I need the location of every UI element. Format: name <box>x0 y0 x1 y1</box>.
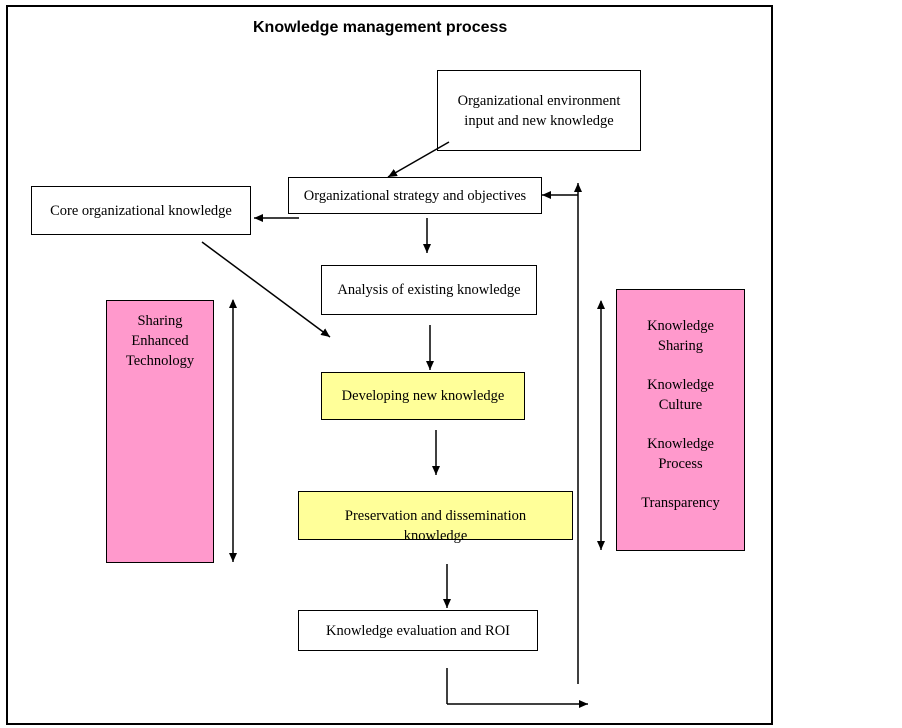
right-panel-list: Knowledge Sharing Knowledge Culture Know… <box>641 290 719 532</box>
strategy-label: Organizational strategy and objectives <box>303 187 527 204</box>
analysis-box: Analysis of existing knowledge <box>321 265 537 315</box>
arrow-core-to-developing <box>201 241 331 338</box>
environment-box: Organizational environment input and new… <box>437 70 641 151</box>
arrow-environment-to-strategy <box>387 141 450 178</box>
right-panel-item: Knowledge Process <box>647 436 714 472</box>
environment-label: Organizational environment input and new… <box>457 92 621 129</box>
right-panel-item: Knowledge Sharing <box>647 318 714 354</box>
right-panel-item: Transparency <box>641 495 720 511</box>
preservation-label: Preservation and dissemination knowledge <box>344 507 527 544</box>
right-panel: Knowledge Sharing Knowledge Culture Know… <box>616 289 745 551</box>
diagram-frame <box>6 5 773 725</box>
core-knowledge-box: Core organizational knowledge <box>31 186 251 235</box>
developing-box: Developing new knowledge <box>321 372 525 420</box>
preservation-box: Preservation and dissemination knowledge <box>298 491 573 544</box>
evaluation-box: Knowledge evaluation and ROI <box>298 610 538 651</box>
strategy-box: Organizational strategy and objectives <box>288 177 542 214</box>
evaluation-label: Knowledge evaluation and ROI <box>325 622 511 639</box>
left-panel-label: Sharing Enhanced Technology <box>125 313 195 369</box>
analysis-label: Analysis of existing knowledge <box>337 282 521 298</box>
left-panel: Sharing Enhanced Technology <box>106 300 214 563</box>
right-panel-item: Knowledge Culture <box>647 377 714 413</box>
core-knowledge-label: Core organizational knowledge <box>50 202 232 219</box>
diagram-title: Knowledge management process <box>253 19 508 36</box>
developing-label: Developing new knowledge <box>341 388 505 404</box>
